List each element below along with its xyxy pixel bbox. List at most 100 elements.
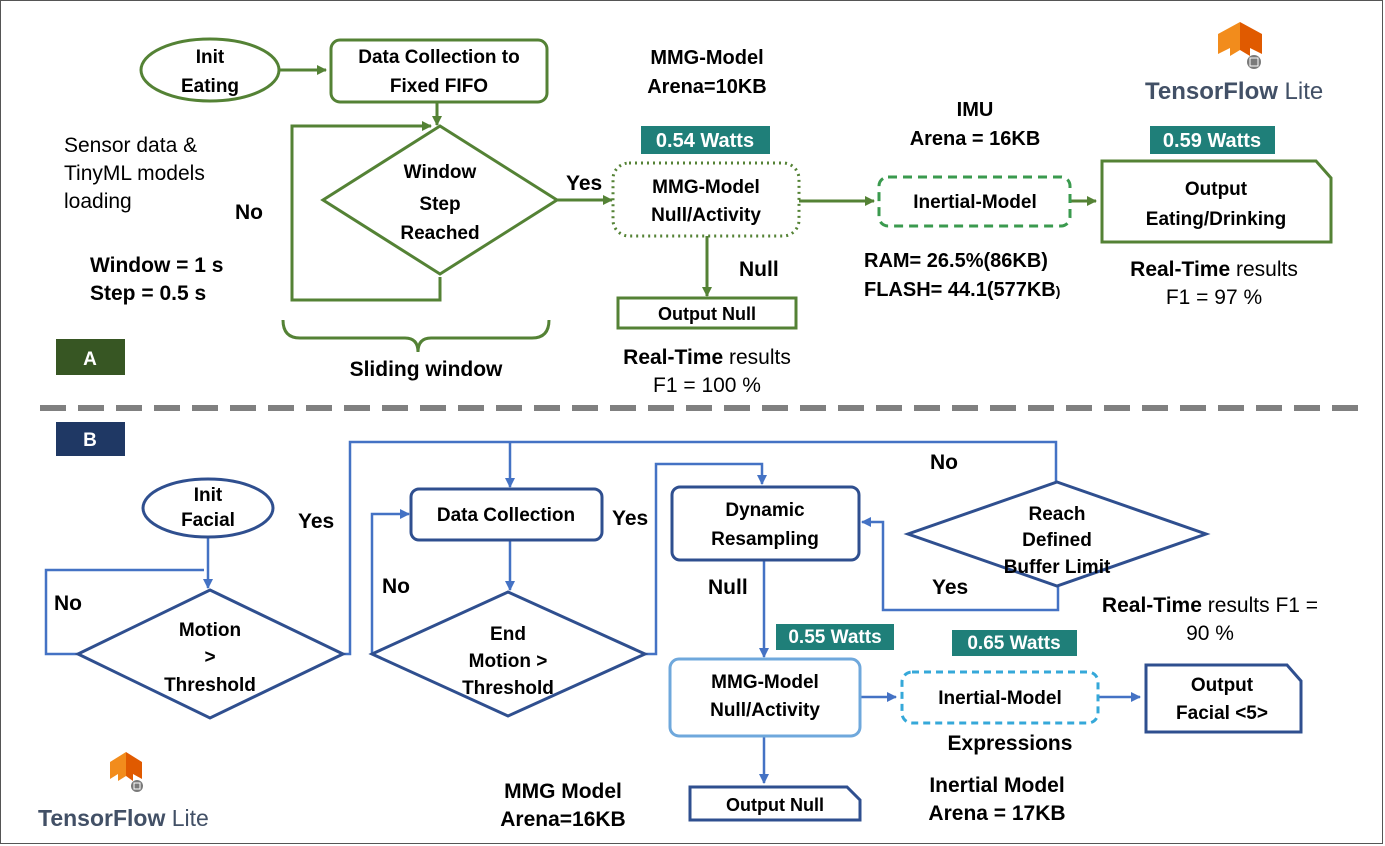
output-box-line1: Output [1185,179,1248,200]
init-eating-node [139,37,281,103]
loop-end-no [370,509,410,654]
mmg-box-b-line2: Null/Activity [710,700,820,721]
top-loop-line [343,440,1058,656]
output-facial-line2: Facial <5> [1176,703,1268,724]
output-null-node-b [688,785,862,822]
end-motion-decision [368,590,649,718]
inertial-arena-line2: Arena = 17KB [928,802,1065,825]
no-label-b2: No [382,575,410,598]
arrow-end-yes-to-resampling [645,462,767,656]
output-facial-line1: Output [1191,675,1254,696]
output-null-a: Output Null [658,304,756,324]
no-label-b1: No [54,592,82,615]
output-watts-a: 0.59 Watts [1163,130,1261,152]
realtime-rest-a2: results [1230,258,1298,281]
inertial-box-a: Inertial-Model [913,192,1037,213]
buffer-limit-decision [903,480,1211,588]
f1-mmg-a: F1 = 100 % [653,374,761,397]
imu-title-line1: IMU [957,99,994,121]
data-collection-line2: Fixed FIFO [390,76,488,97]
flash-usage: FLASH= 44.1(577KB) [864,279,1060,301]
mmg-box-b-line1: MMG-Model [711,672,819,693]
yes-label-a: Yes [566,172,602,195]
inertial-model-node-b [900,670,1100,725]
decision-line2: Step [419,194,460,215]
imu-title-line2: Arena = 16KB [910,128,1041,150]
data-collection-b: Data Collection [437,505,575,526]
decision-line1: Window [404,162,477,183]
mmg-watts-badge-a [641,126,770,154]
realtime-rest-b: results F1 = [1202,594,1318,617]
sliding-window-brace [281,319,551,353]
output-null-b: Output Null [726,795,824,815]
ram-usage: RAM= 26.5%(86KB) [864,250,1048,272]
tensorflow-logo-icon [1218,22,1262,69]
motion-line3: Threshold [164,675,256,696]
panel-b-label: B [83,430,97,451]
realtime-bold-b: Real-Time [1102,594,1202,617]
tf-word1-a: TensorFlow [1145,78,1278,105]
buffer-line3: Buffer Limit [1004,557,1111,578]
mmg-arena-line1: MMG Model [504,780,622,803]
output-facial-node [1144,663,1303,734]
buffer-line1: Reach [1028,504,1085,525]
yes-label-b1: Yes [298,510,334,533]
mmg-title-line2: Arena=10KB [647,76,767,98]
inertial-watts-badge-b [952,630,1077,656]
end-line2: Motion > [469,651,548,672]
output-watts-badge-a [1150,126,1275,154]
mmg-box-line2: Null/Activity [651,205,761,226]
mmg-model-node [611,161,801,238]
realtime-bold-a2: Real-Time [1130,258,1230,281]
tf-word2-b: Lite [165,805,208,831]
buffer-line2: Defined [1022,530,1092,551]
output-null-node-a [616,296,798,330]
tensorflow-lite-wordmark-b: TensorFlow Lite [38,805,209,831]
realtime-mmg-a: Real-Time results [623,346,791,369]
init-eating-line1: Init [196,47,225,68]
output-eating-drinking-node [1100,159,1333,244]
step-parameter: Step = 0.5 s [90,282,206,305]
inertial-box-b: Inertial-Model [938,688,1062,709]
window-step-decision [320,124,560,276]
realtime-bold-a1: Real-Time [623,346,723,369]
init-facial-line2: Facial [181,510,235,531]
mmg-watts-a: 0.54 Watts [656,130,754,152]
flash-paren: ) [1056,283,1061,299]
mmg-title-line1: MMG-Model [650,47,763,69]
resampling-line2: Resampling [711,529,819,550]
panel-a-badge [56,339,125,375]
tf-word1-b: TensorFlow [38,805,165,831]
sensor-note-line3: loading [64,190,132,213]
loop-no-arrow [290,121,442,302]
f1-out-a: F1 = 97 % [1166,286,1262,309]
motion-threshold-decision [74,588,347,720]
inertial-model-node-a [877,175,1072,228]
panel-a-label: A [83,349,97,370]
sliding-window-label: Sliding window [350,358,503,381]
data-collection-fifo-node [329,38,549,104]
inertial-arena-line1: Inertial Model [929,774,1064,797]
data-collection-node-b [409,487,604,542]
data-collection-line1: Data Collection to [358,47,520,68]
end-line1: End [490,624,526,645]
tf-word2-a: Lite [1278,78,1323,105]
no-label-b3: No [930,451,958,474]
tensorflow-lite-wordmark-a: TensorFlow Lite [1145,78,1323,105]
realtime-out-a: Real-Time results [1130,258,1298,281]
motion-line2: > [204,647,215,668]
resampling-line1: Dynamic [725,500,805,521]
expressions-label: Expressions [948,732,1073,755]
f1-b: 90 % [1186,622,1234,645]
dynamic-resampling-node [670,485,861,562]
sensor-note-line1: Sensor data & [64,134,197,157]
realtime-b: Real-Time results F1 = [1102,594,1318,617]
tensorflow-logo-icon-b [110,752,143,792]
init-facial-node [141,477,275,539]
mmg-box-line1: MMG-Model [652,177,760,198]
inertial-watts-b: 0.65 Watts [967,633,1060,654]
yes-label-b2: Yes [612,507,648,530]
mmg-model-node-b [668,657,862,738]
panel-b-badge [56,422,125,456]
